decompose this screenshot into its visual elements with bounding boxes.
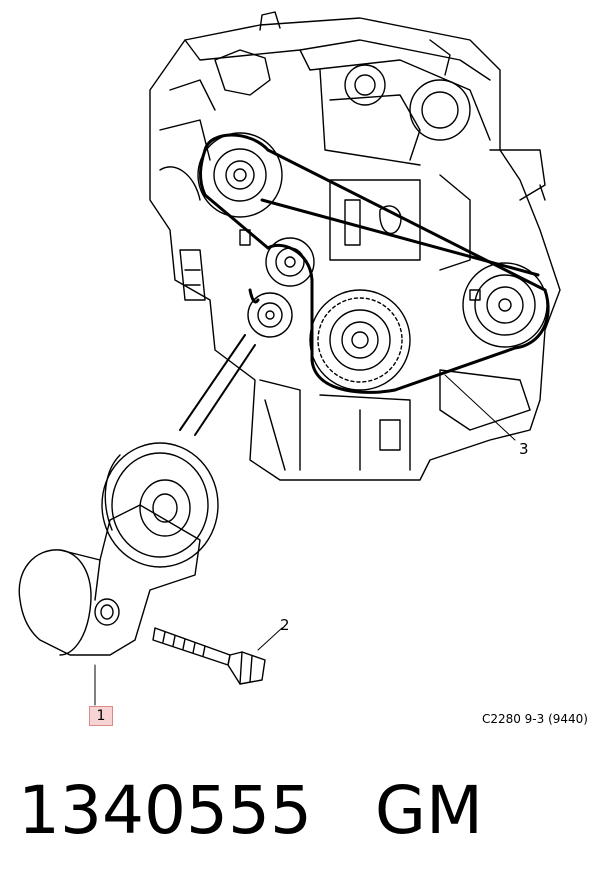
tensioner-bolt <box>152 627 266 685</box>
belt-tensioner-assembly <box>18 442 219 656</box>
brand: GM <box>374 772 483 849</box>
exploded-view-lines <box>179 334 256 436</box>
crankshaft-pulley <box>309 289 411 391</box>
part-number: 1340555 <box>18 772 312 849</box>
callout-label-3: 3 <box>519 440 529 458</box>
part-number-line: 1340555 GM <box>18 778 483 844</box>
engine-block <box>149 11 561 481</box>
ac-compressor-pulley <box>462 262 548 348</box>
callout-label-1: 1 <box>89 706 113 726</box>
serpentine-belt <box>199 133 550 394</box>
engine-belt-tensioner-diagram <box>18 11 561 706</box>
callout-label-2: 2 <box>280 616 290 634</box>
upper-pulley <box>197 132 283 218</box>
engine-tensioner-pulley <box>247 292 293 338</box>
callout-3-leader <box>444 374 516 441</box>
callout-2-leader <box>257 627 283 651</box>
figure-code: C2280 9-3 (9440) <box>481 712 588 726</box>
timing-cover <box>344 64 471 141</box>
